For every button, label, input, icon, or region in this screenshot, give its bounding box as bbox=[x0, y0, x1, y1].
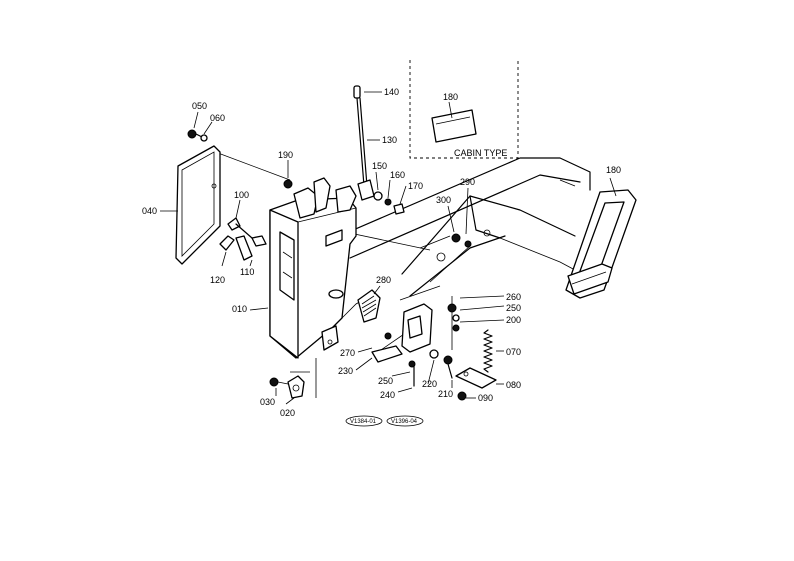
label-040: 040 bbox=[142, 206, 157, 216]
label-180: 180 bbox=[606, 165, 621, 175]
label-230: 230 bbox=[338, 366, 353, 376]
label-170: 170 bbox=[408, 181, 423, 191]
bolt-190 bbox=[283, 160, 293, 189]
label-260: 260 bbox=[506, 292, 521, 302]
label-120: 120 bbox=[210, 275, 225, 285]
arm-parts-100-110-120 bbox=[219, 199, 267, 267]
label-090: 090 bbox=[478, 393, 493, 403]
ref-tag-1: V1384-01 bbox=[350, 419, 377, 425]
label-160: 160 bbox=[390, 170, 405, 180]
pedal-pad-280 bbox=[357, 285, 381, 323]
cabin-type-label: CABIN TYPE bbox=[454, 148, 507, 158]
label-280: 280 bbox=[376, 275, 391, 285]
label-210: 210 bbox=[438, 389, 453, 399]
bolts-290-300 bbox=[447, 187, 472, 248]
label-300: 300 bbox=[436, 195, 451, 205]
label-250-right: 250 bbox=[506, 303, 521, 313]
pedal-frame-180 bbox=[565, 177, 637, 299]
spring-070 bbox=[483, 329, 504, 373]
label-290: 290 bbox=[460, 177, 475, 187]
cover-plate-040 bbox=[160, 145, 221, 265]
bracket-020 bbox=[269, 375, 305, 399]
fasteners-150-160-170 bbox=[373, 171, 407, 215]
label-200: 200 bbox=[506, 315, 521, 325]
leader-lines bbox=[249, 307, 453, 405]
label-270: 270 bbox=[340, 348, 355, 358]
label-050: 050 bbox=[192, 101, 207, 111]
pedal-pad-inset bbox=[431, 109, 477, 143]
label-010: 010 bbox=[232, 304, 247, 314]
label-080: 080 bbox=[506, 380, 521, 390]
ref-tag-2: V1396-04 bbox=[391, 419, 418, 425]
bolt-050 bbox=[187, 111, 213, 142]
label-190: 190 bbox=[278, 150, 293, 160]
cabin-type-inset: 180 CABIN TYPE bbox=[409, 60, 519, 159]
label-130: 130 bbox=[382, 135, 397, 145]
label-100: 100 bbox=[234, 190, 249, 200]
floor-frame bbox=[329, 157, 591, 297]
label-250-left: 250 bbox=[378, 376, 393, 386]
rod-130 bbox=[353, 85, 382, 201]
part-labels: 050 060 040 190 100 120 110 010 140 130 … bbox=[142, 87, 621, 418]
label-140: 140 bbox=[384, 87, 399, 97]
bracket-assembly bbox=[371, 295, 505, 387]
label-150: 150 bbox=[372, 161, 387, 171]
plate-080 bbox=[455, 367, 504, 401]
label-110: 110 bbox=[240, 267, 254, 277]
link-230 bbox=[371, 345, 403, 363]
label-070: 070 bbox=[506, 347, 521, 357]
reference-tags: V1384-01 V1396-04 bbox=[345, 415, 424, 427]
label-020: 020 bbox=[280, 408, 295, 418]
label-220: 220 bbox=[422, 379, 437, 389]
label-060: 060 bbox=[210, 113, 225, 123]
label-180-inset: 180 bbox=[443, 92, 458, 102]
label-030: 030 bbox=[260, 397, 275, 407]
pedestal-010 bbox=[269, 177, 371, 359]
label-240: 240 bbox=[380, 390, 395, 400]
